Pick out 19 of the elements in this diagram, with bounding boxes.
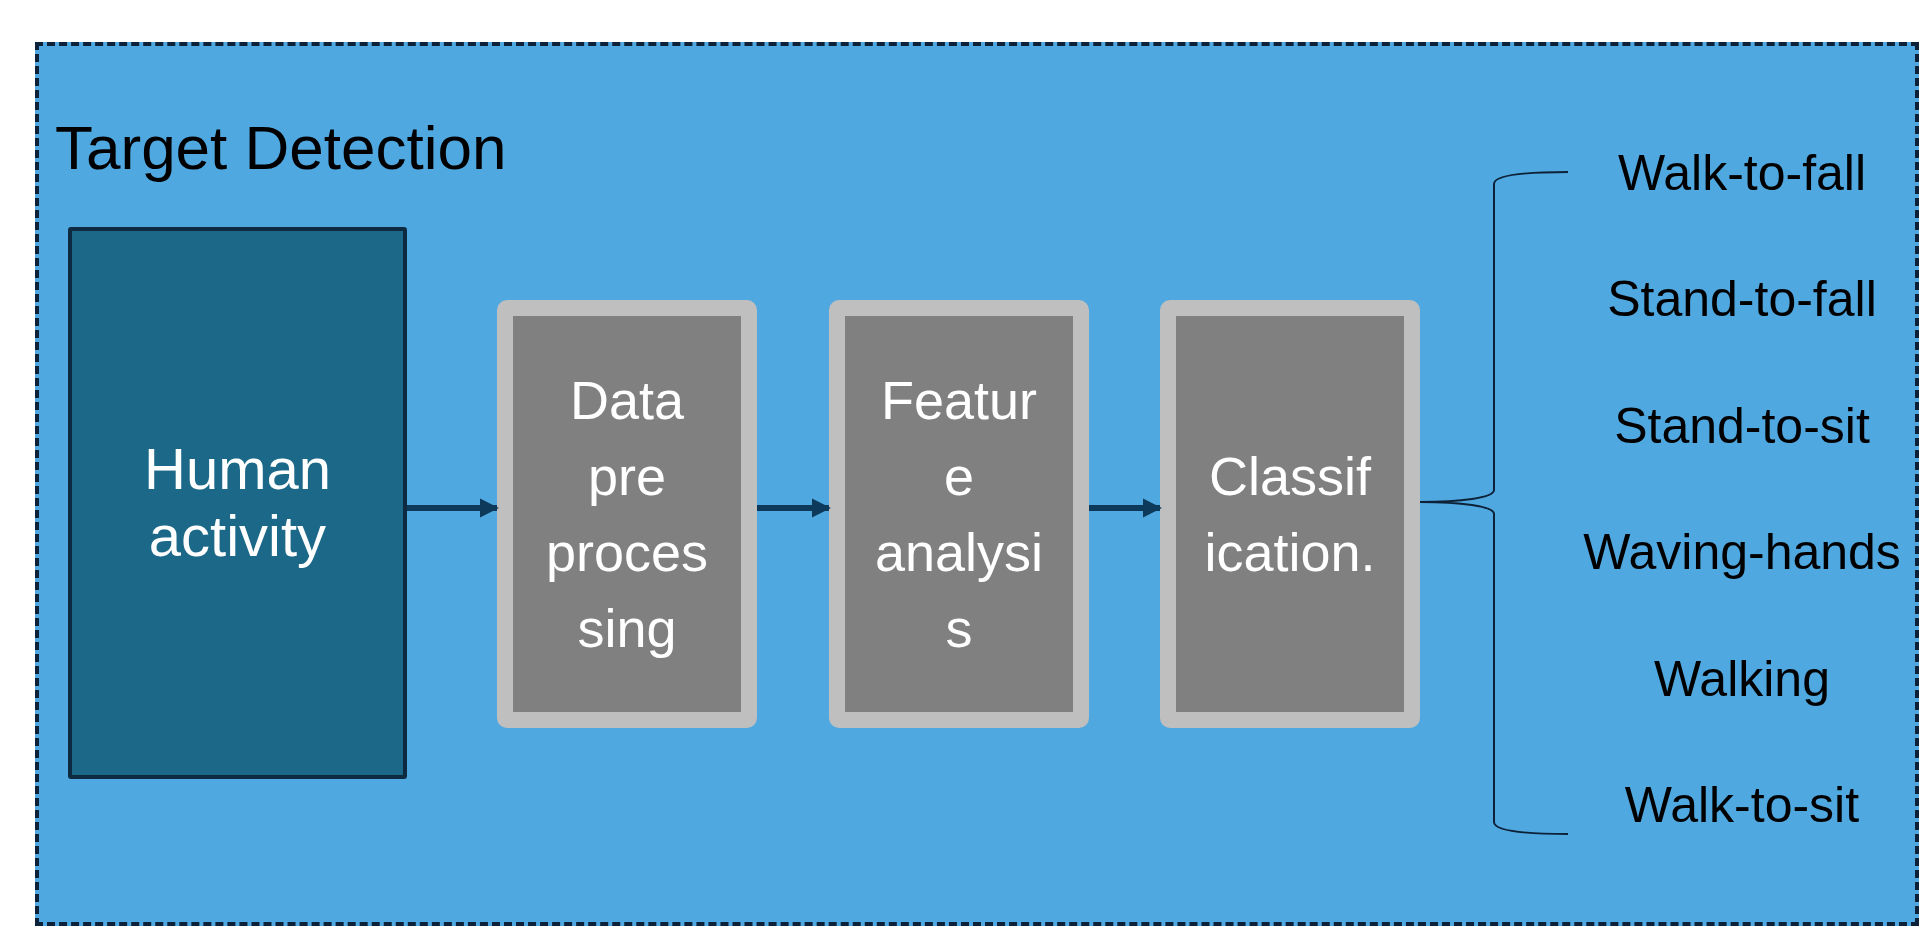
- class-label: Stand-to-sit: [1614, 397, 1870, 455]
- box-label: Featur e analysi s: [873, 369, 1045, 660]
- process-box: [829, 300, 1089, 728]
- group-heading: Target Detection: [55, 112, 507, 183]
- region-background: [35, 42, 1919, 926]
- class-label: Walking: [1654, 650, 1830, 708]
- box-label: Classif ication.: [1203, 445, 1377, 584]
- box-label: Human activity: [143, 436, 332, 570]
- class-label: Waving-hands: [1583, 523, 1901, 581]
- box-label: Data pre proces sing: [544, 369, 710, 660]
- class-label: Walk-to-sit: [1624, 776, 1860, 834]
- arrow: [757, 498, 831, 518]
- class-label: Stand-to-fall: [1607, 270, 1877, 328]
- process-box: [497, 300, 757, 728]
- class-label: Walk-to-fall: [1617, 144, 1867, 202]
- arrow: [1089, 498, 1162, 518]
- input-box: [68, 227, 407, 779]
- arrow: [407, 498, 499, 518]
- process-box: [1160, 300, 1420, 728]
